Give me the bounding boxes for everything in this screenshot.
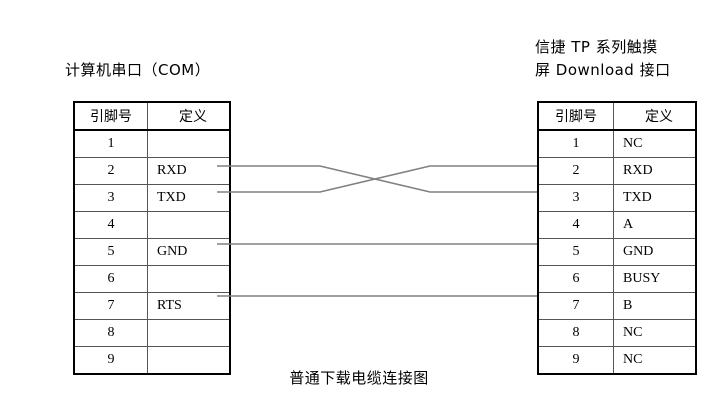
table-header-row: 引脚号 定义 (73, 101, 231, 131)
left-pin-definition (147, 129, 231, 158)
left-pin-number: 2 (73, 157, 148, 185)
right-panel-title: 信捷 TP 系列触摸 屏 Download 接口 (535, 36, 671, 82)
right-pin-definition: GND (613, 238, 697, 266)
right-pin-number: 7 (537, 292, 614, 320)
right-pin-definition: NC (613, 129, 697, 158)
table-row: 8 (73, 319, 231, 347)
table-row: 4 (73, 211, 231, 239)
right-pin-definition: B (613, 292, 697, 320)
left-panel-title-text: 计算机串口（COM） (65, 61, 211, 79)
table-row: 8 NC (537, 319, 697, 347)
right-header-pin: 引脚号 (537, 101, 614, 131)
right-pin-definition: NC (613, 346, 697, 375)
left-pin-number: 3 (73, 184, 148, 212)
diagram-caption: 普通下载电缆连接图 (289, 369, 429, 387)
right-pin-definition: RXD (613, 157, 697, 185)
left-pin-table: 引脚号 定义 1 2 RXD 3 TXD 4 5 GND (73, 101, 231, 375)
left-pin-number: 4 (73, 211, 148, 239)
left-pin-number: 6 (73, 265, 148, 293)
left-pin-number: 7 (73, 292, 148, 320)
table-row: 3 TXD (537, 184, 697, 212)
left-pin-definition: RTS (147, 292, 231, 320)
left-pin-definition: RXD (147, 157, 231, 185)
left-pin-number: 1 (73, 129, 148, 158)
table-row: 1 (73, 129, 231, 158)
left-pin-definition (147, 346, 231, 375)
left-pin-definition: GND (147, 238, 231, 266)
left-pin-definition (147, 265, 231, 293)
table-row: 4 A (537, 211, 697, 239)
table-row: 9 NC (537, 346, 697, 375)
table-row: 3 TXD (73, 184, 231, 212)
right-pin-definition: BUSY (613, 265, 697, 293)
left-header-pin: 引脚号 (73, 101, 148, 131)
table-row: 7 RTS (73, 292, 231, 320)
left-pin-number: 5 (73, 238, 148, 266)
wire-rxd-to-txd (217, 165, 537, 193)
right-pin-definition: A (613, 211, 697, 239)
right-pin-number: 4 (537, 211, 614, 239)
right-pin-number: 8 (537, 319, 614, 347)
right-pin-number: 1 (537, 129, 614, 158)
right-header-definition: 定义 (613, 101, 697, 131)
left-pin-definition (147, 211, 231, 239)
table-header-row: 引脚号 定义 (537, 101, 697, 131)
wire-txd-to-rxd (217, 165, 537, 193)
table-row: 2 RXD (73, 157, 231, 185)
table-row: 1 NC (537, 129, 697, 158)
left-pin-number: 8 (73, 319, 148, 347)
right-pin-number: 3 (537, 184, 614, 212)
right-pin-definition: TXD (613, 184, 697, 212)
left-pin-number: 9 (73, 346, 148, 375)
table-row: 6 BUSY (537, 265, 697, 293)
right-pin-number: 6 (537, 265, 614, 293)
table-row: 7 B (537, 292, 697, 320)
left-pin-definition: TXD (147, 184, 231, 212)
table-row: 2 RXD (537, 157, 697, 185)
left-pin-definition (147, 319, 231, 347)
right-pin-definition: NC (613, 319, 697, 347)
right-pin-number: 2 (537, 157, 614, 185)
table-row: 5 GND (73, 238, 231, 266)
right-pin-number: 9 (537, 346, 614, 375)
left-panel-title: 计算机串口（COM） (65, 60, 210, 81)
right-pin-number: 5 (537, 238, 614, 266)
table-row: 9 (73, 346, 231, 375)
right-panel-title-line-1: 信捷 TP 系列触摸 (535, 38, 658, 56)
left-header-definition: 定义 (147, 101, 231, 131)
right-pin-table: 引脚号 定义 1 NC 2 RXD 3 TXD 4 A 5 GN (537, 101, 697, 375)
right-panel-title-line-2: 屏 Download 接口 (535, 61, 671, 79)
table-row: 6 (73, 265, 231, 293)
table-row: 5 GND (537, 238, 697, 266)
